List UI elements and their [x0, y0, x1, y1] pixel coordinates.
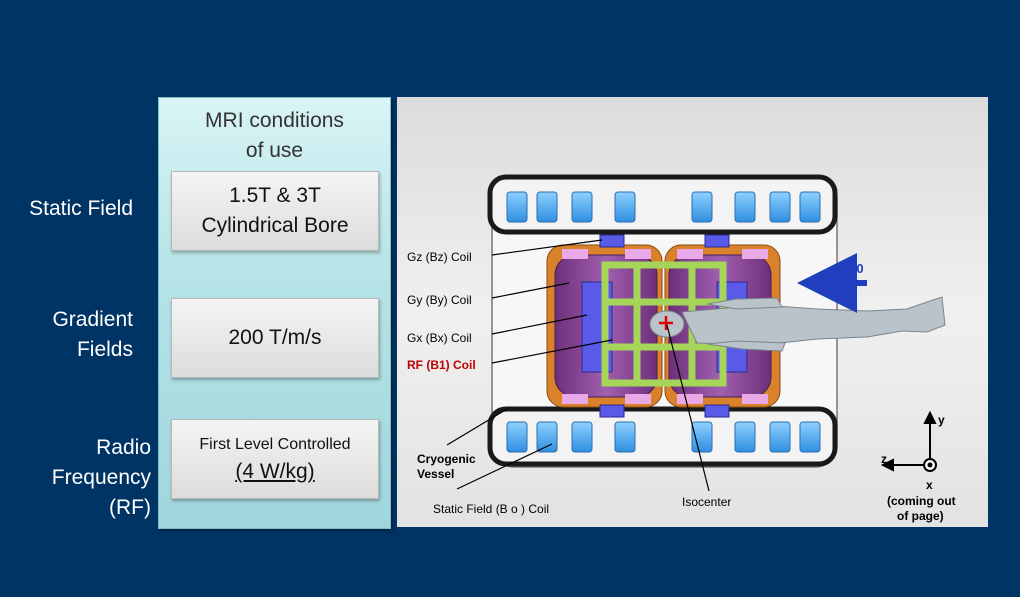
axis-z-label: z [881, 452, 887, 466]
leader-lines [446, 239, 710, 492]
gx-coil-label: Gx (Bx) Coil [407, 331, 472, 345]
static-field-value-line-1: 1.5T & 3T [229, 184, 321, 207]
row-label-rf-line-2: Frequency [51, 466, 151, 489]
row-label-static-field: Static Field [29, 194, 133, 224]
static-field-coil-label: Static Field (B o ) Coil [433, 502, 549, 516]
static-field-coils-top [506, 191, 821, 223]
rf-coil-label: RF (B1) Coil [407, 358, 476, 372]
row-label-rf-line-1: Radio [96, 436, 151, 459]
row-label-gradient-fields: Gradient Fields [52, 305, 133, 365]
axis-x-label: x [926, 478, 933, 492]
patient-figure [649, 296, 946, 352]
row-label-rf-line-3: (RF) [109, 496, 151, 519]
mri-conditions-panel: MRI conditions of use 1.5T & 3T Cylindri… [158, 97, 391, 529]
gz-coil-label: Gz (Bz) Coil [407, 250, 472, 264]
rf-value-box: First Level Controlled (4 W/kg) [171, 419, 379, 499]
gy-coil-label: Gy (By) Coil [407, 293, 472, 307]
panel-title: MRI conditions of use [159, 106, 390, 166]
panel-title-line-1: MRI conditions [205, 109, 344, 132]
panel-title-line-2: of use [245, 139, 304, 162]
mri-scanner-diagram: Gz (Bz) Coil Gy (By) Coil Gx (Bx) Coil R… [397, 97, 988, 527]
isocenter-marker [659, 316, 673, 330]
gradient-value: 200 T/m/s [228, 326, 322, 349]
rf-value-line-1: First Level Controlled [199, 436, 351, 453]
coordinate-axes [880, 410, 937, 472]
b0-label: B0 [847, 261, 864, 276]
rf-value-line-2: (4 W/kg) [235, 460, 315, 483]
static-field-value-box: 1.5T & 3T Cylindrical Bore [171, 171, 379, 251]
cryogenic-vessel-label-line-2: Vessel [417, 467, 454, 481]
axis-y-label: y [938, 413, 945, 427]
row-label-radio-frequency: Radio Frequency (RF) [52, 433, 151, 523]
row-label-static-field-line: Static Field [29, 197, 133, 220]
cryogenic-vessel-label-line-1: Cryogenic [417, 452, 476, 466]
axis-note-line-2: of page) [897, 509, 944, 523]
static-field-coils-bottom [506, 421, 821, 453]
row-label-gradient-line-2: Fields [76, 338, 133, 361]
row-label-gradient-line-1: Gradient [52, 308, 133, 331]
isocenter-label: Isocenter [682, 495, 731, 509]
static-field-value-line-2: Cylindrical Bore [201, 214, 349, 237]
gradient-value-box: 200 T/m/s [171, 298, 379, 378]
axis-note-line-1: (coming out [887, 494, 956, 508]
